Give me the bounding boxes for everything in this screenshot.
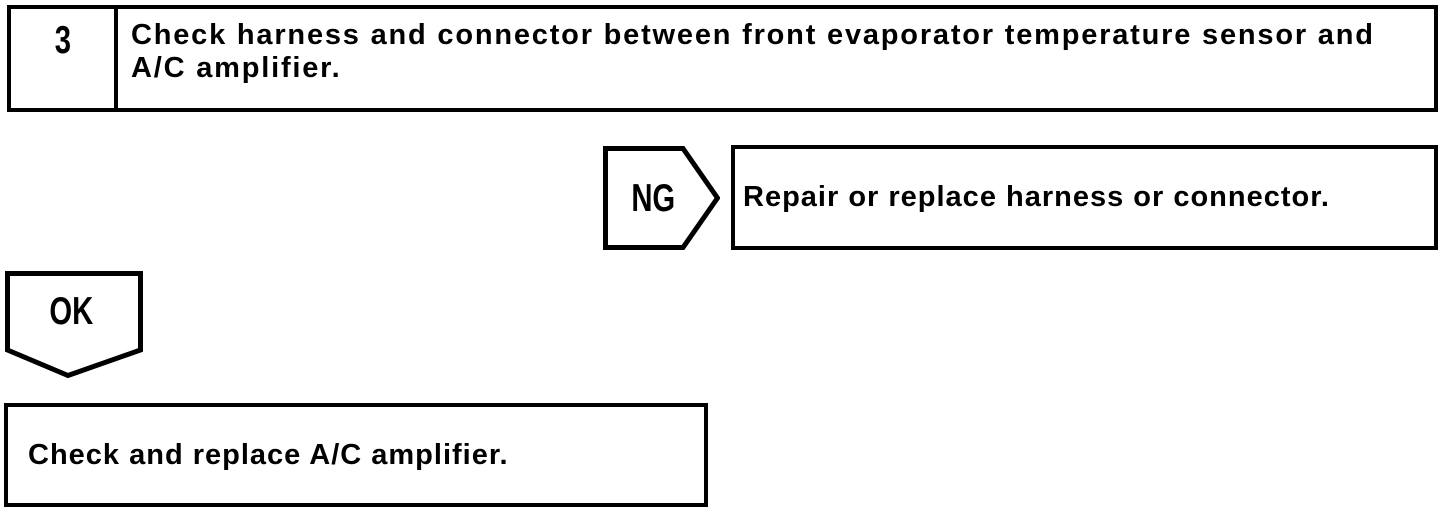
ng-connector: NG xyxy=(603,146,720,250)
ng-action-box: Repair or replace harness or connector. xyxy=(731,145,1438,250)
step-instruction: Check harness and connector between fron… xyxy=(131,19,1375,84)
ok-pentagon-icon xyxy=(5,271,143,378)
ok-connector: OK xyxy=(5,271,143,378)
ng-label-wrap: NG xyxy=(603,146,720,250)
ok-label: OK xyxy=(49,289,93,333)
ng-pentagon-icon xyxy=(603,146,720,250)
ng-label: NG xyxy=(631,176,676,220)
ok-label-wrap: OK xyxy=(5,271,143,351)
step-number: 3 xyxy=(54,19,71,62)
step-number-cell: 3 xyxy=(11,9,118,108)
step-box: 3 Check harness and connector between fr… xyxy=(7,5,1438,112)
ok-action-box: Check and replace A/C amplifier. xyxy=(4,403,708,507)
ok-action-text: Check and replace A/C amplifier. xyxy=(28,438,509,471)
ng-action-text: Repair or replace harness or connector. xyxy=(743,181,1330,213)
step-instruction-cell: Check harness and connector between fron… xyxy=(118,9,1434,108)
